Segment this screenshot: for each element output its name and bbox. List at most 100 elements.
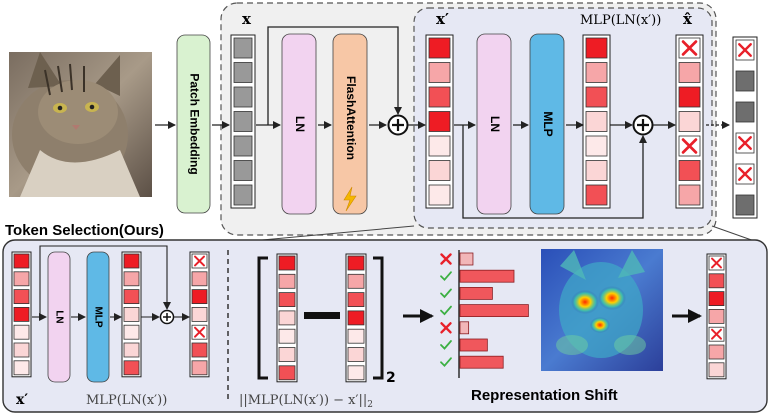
- cross-mark-icon: [738, 136, 752, 150]
- token-column-xhat: [675, 34, 704, 209]
- token-cell: [13, 253, 30, 269]
- bottom-column-mlp: [121, 251, 142, 378]
- token-cell: [428, 135, 451, 157]
- token-cell: [678, 86, 701, 108]
- token-cell: [233, 62, 253, 83]
- token-cell: [233, 37, 253, 59]
- token-cell: [123, 306, 140, 322]
- bottom-column-xprime: [11, 251, 32, 378]
- check-mark-icon: [440, 305, 452, 316]
- cross-mark-icon: [194, 255, 205, 267]
- token-cell: [278, 255, 296, 271]
- token-cell: [278, 347, 296, 362]
- top-arrows: [155, 26, 730, 219]
- flashattention-label: FlashAttention: [344, 76, 358, 160]
- token-cell: [278, 292, 296, 308]
- token-cell: [347, 292, 365, 308]
- xprime-label-bottom: x′: [16, 392, 28, 408]
- token-column-output: [732, 36, 758, 219]
- check-mark-icon: [440, 340, 452, 350]
- token-cell: [13, 271, 30, 287]
- ln-block-top-2: LN: [476, 33, 512, 215]
- token-cell: [708, 362, 725, 378]
- token-cell: [13, 324, 30, 340]
- token-cell: [347, 255, 365, 271]
- bottom-arrows: [32, 245, 190, 321]
- ln-label-top-2: LN: [488, 116, 502, 132]
- token-cell: [278, 310, 296, 326]
- token-column-xprime: [425, 34, 454, 209]
- norm-column-mlp: [276, 253, 298, 383]
- token-cell: [191, 289, 208, 305]
- cross-mark-icon: [440, 322, 452, 334]
- minus-sign: [304, 312, 340, 319]
- token-cell: [347, 273, 365, 289]
- shift-bar: [459, 286, 493, 300]
- token-cell: [278, 273, 296, 289]
- check-mark-icon: [440, 288, 452, 299]
- token-cell: [123, 360, 140, 376]
- xprime-label-top: x′: [436, 10, 449, 28]
- token-cell: [735, 101, 755, 123]
- mlp-ln-label-bottom: MLP(LN(x′)): [86, 393, 167, 408]
- token-cell: [13, 360, 30, 376]
- token-column-x: [230, 34, 256, 209]
- token-cell: [708, 273, 725, 289]
- token-cell: [585, 86, 608, 108]
- token-cell: [678, 184, 701, 206]
- cat-photo: [9, 52, 152, 197]
- mlp-block-top: MLP: [529, 33, 565, 215]
- norm-column-xprime: [345, 253, 367, 383]
- check-mark-icon: [440, 271, 452, 282]
- flashattention-block: FlashAttention: [332, 33, 368, 215]
- token-cell: [708, 291, 725, 307]
- section-title: Token Selection(Ours): [5, 222, 164, 239]
- ln-block-top: LN: [281, 33, 317, 215]
- token-cell: [13, 289, 30, 305]
- mlp-label-top: MLP: [541, 111, 555, 136]
- representation-shift-chart: [440, 250, 529, 378]
- ln-label-bottom: LN: [53, 310, 64, 323]
- token-cell: [428, 184, 451, 206]
- norm-formula: ||MLP(LN(x′)) − x′||2: [239, 393, 373, 410]
- token-cell: [735, 194, 755, 216]
- token-cell: [278, 365, 296, 381]
- token-cell: [585, 135, 608, 157]
- cross-mark-icon: [711, 328, 722, 340]
- token-cell: [428, 111, 451, 132]
- token-cell: [347, 310, 365, 326]
- residual-add-1: [387, 114, 409, 136]
- token-cell: [347, 365, 365, 381]
- ln-label-top: LN: [293, 116, 307, 132]
- token-cell: [123, 271, 140, 287]
- token-cell: [13, 306, 30, 322]
- token-cell: [123, 253, 140, 269]
- shift-bar: [459, 338, 488, 352]
- token-cell: [13, 342, 30, 358]
- token-cell: [233, 135, 253, 157]
- shift-bar: [459, 269, 515, 283]
- token-cell: [233, 86, 253, 108]
- shift-bar: [459, 252, 474, 266]
- token-cell: [233, 111, 253, 132]
- token-cell: [428, 160, 451, 181]
- lightning-icon: [343, 186, 357, 212]
- token-cell: [428, 62, 451, 83]
- bottom-column-output: [706, 253, 727, 380]
- cross-mark-icon: [711, 257, 722, 269]
- token-cell: [191, 306, 208, 322]
- token-cell: [585, 62, 608, 83]
- token-cell: [347, 347, 365, 362]
- token-cell: [708, 308, 725, 324]
- patch-embedding-label: Patch Embedding: [187, 73, 201, 174]
- norm-brackets: [257, 256, 384, 380]
- xhat-label: x̂: [683, 10, 693, 28]
- attention-heatmap: [541, 249, 663, 371]
- token-cell: [233, 160, 253, 181]
- token-cell: [123, 342, 140, 358]
- token-cell: [585, 37, 608, 59]
- token-cell: [678, 62, 701, 83]
- token-cell: [585, 160, 608, 181]
- token-cell: [191, 342, 208, 358]
